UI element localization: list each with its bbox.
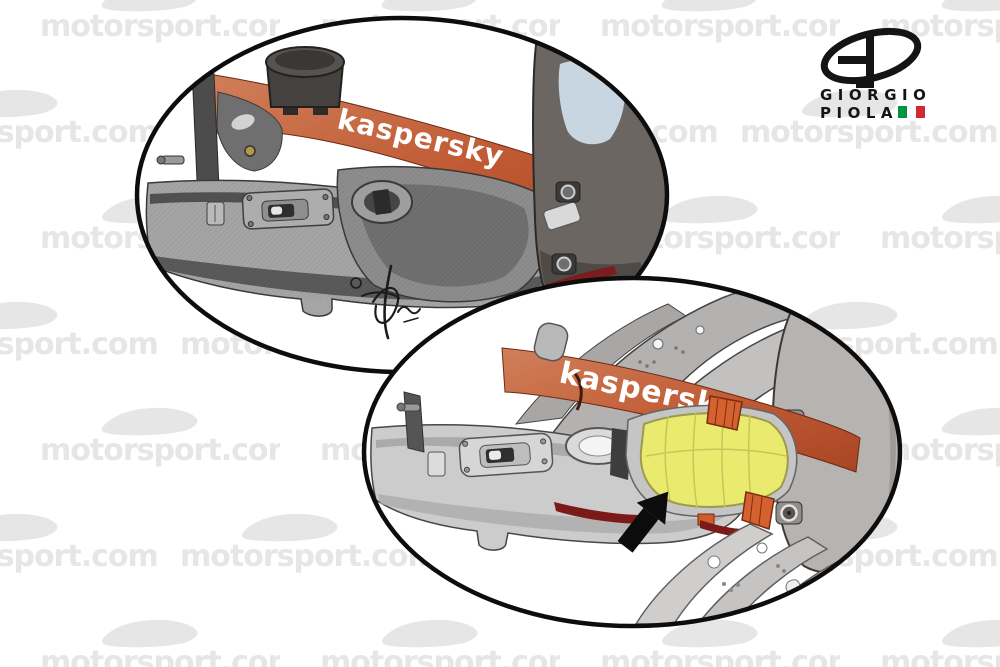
orange-bracket — [741, 491, 775, 530]
giorgio-piola-logo: GIORGIO PIOLA — [820, 27, 931, 122]
chrome-sliver — [543, 201, 581, 231]
pointer-arrow — [617, 491, 669, 553]
highlight-part-seams — [645, 409, 787, 509]
mirror-pod — [533, 322, 569, 362]
orange-bracket — [706, 395, 743, 431]
gp-monogram-icon — [820, 27, 922, 85]
gp-monogram-stem — [856, 34, 874, 88]
piola-signature — [350, 264, 421, 340]
access-panel — [241, 188, 335, 230]
latch — [427, 451, 446, 477]
gp-monogram-bar — [838, 56, 866, 64]
red-floor-strip — [554, 502, 642, 524]
logo-line2: PIOLA — [820, 104, 898, 122]
keel-fin — [610, 428, 631, 480]
band-seam — [572, 371, 583, 411]
access-panel — [458, 432, 554, 478]
logo-line1: GIORGIO — [820, 86, 931, 104]
inset-new-floor: kaspersky — [361, 275, 903, 629]
keel-bracket — [372, 189, 392, 215]
inset-old-floor: kaspersky — [134, 15, 670, 375]
duct-highlight — [231, 114, 255, 130]
grommet — [244, 145, 256, 157]
airbox-intake — [265, 46, 345, 115]
italian-flag-icon — [898, 106, 925, 118]
bolt — [551, 253, 577, 275]
highlight-part-yellow — [639, 412, 789, 508]
inset-new-floor-border — [361, 275, 903, 629]
bolt — [555, 181, 581, 203]
bolt — [775, 501, 803, 525]
inner-duct — [216, 91, 283, 172]
fastener-pin — [396, 402, 421, 412]
fastener-pin — [156, 155, 185, 165]
